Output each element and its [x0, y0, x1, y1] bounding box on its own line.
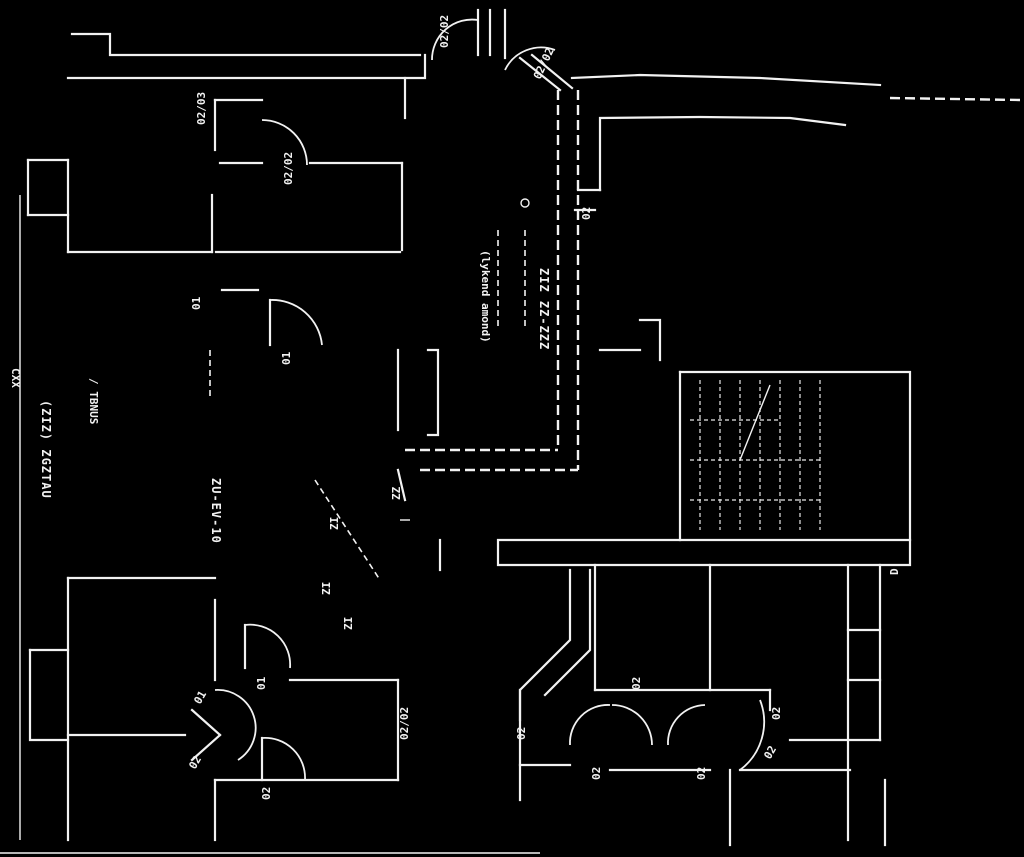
rooms-lower-right [496, 538, 912, 847]
door-swing-arc [261, 119, 308, 166]
room-middle-left [209, 288, 442, 581]
door-label: 02 [260, 787, 273, 800]
door-label: 02/02 [531, 46, 557, 82]
room-lower-left [28, 576, 400, 842]
room-main-note: ZU-EV-10 [209, 478, 223, 544]
door-label: 02 [580, 207, 593, 220]
mark-label: ZI [320, 582, 333, 595]
door-label: 02/03 [195, 92, 208, 125]
door-label: 02 [186, 754, 204, 772]
door-label: 01 [255, 676, 268, 690]
room-main-name: (ZIZ) ZGZTAU [39, 400, 53, 499]
door-label: 01 [190, 296, 203, 310]
door-label: 02 [590, 767, 603, 780]
staircase [598, 318, 912, 542]
door-label: 02/02 [282, 152, 295, 185]
door-label: 02/02 [438, 15, 451, 48]
door-label: 02 [630, 677, 643, 690]
right-top-walls [576, 96, 1021, 192]
door-label: 02 [515, 727, 528, 740]
door-label: 02 [770, 707, 783, 720]
mark-label: ZZ [390, 486, 403, 500]
door-label: 02/02 [398, 707, 411, 740]
corridor-dashed-walls [405, 90, 597, 472]
corridor-sub: ZIZ ZZ-ZZZ [537, 268, 551, 350]
plan-labels: CXX (ZIZ) ZGZTAU / TBNUS ZU-EV-10 (lyken… [9, 15, 901, 800]
entrance-doors [431, 8, 882, 92]
door-label: 02 [761, 744, 779, 762]
door-label: 02 [695, 767, 708, 780]
room-top-left [19, 32, 427, 840]
mark-label: D [888, 568, 901, 575]
room-main-sub: / TBNUS [87, 378, 100, 424]
door-label: 01 [280, 351, 293, 365]
mark-label: ZI [328, 517, 341, 530]
mark-label: ZI [342, 617, 355, 630]
scale-label: CXX [9, 368, 22, 388]
corridor-name: (lykend amond) [479, 250, 492, 343]
door-label: 01 [191, 688, 209, 706]
